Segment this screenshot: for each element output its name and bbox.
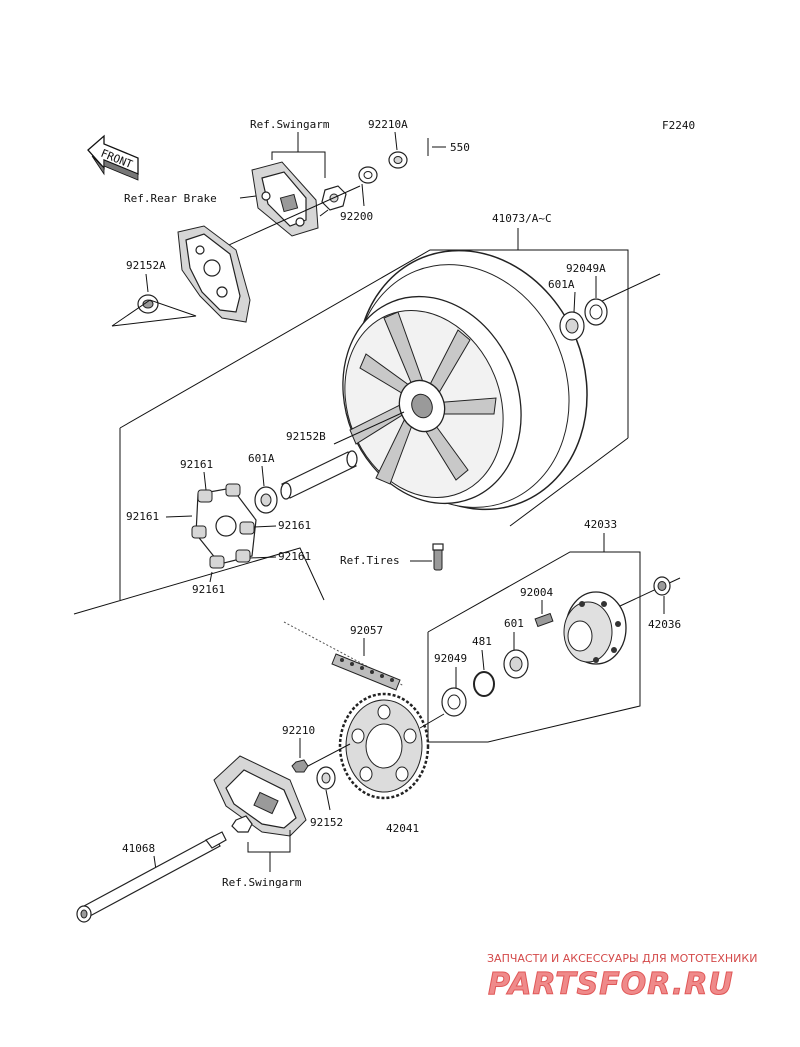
axle-41068-part [76,831,227,923]
seal-92049A-part [584,298,608,326]
bracket-ref-swingarm-bottom [247,830,291,853]
label-92210A: 92210A [368,118,408,131]
label-41073: 41073/A~C [492,212,552,225]
label-601: 601 [504,617,524,630]
stud-92004-part [534,612,554,628]
nut-92210-part [291,759,309,773]
label-92152A: 92152A [126,259,166,272]
seal-92049-part [441,687,467,717]
label-92200: 92200 [340,210,373,223]
frame-41073-group [119,249,629,438]
sprocket-hub-part [563,591,627,665]
circlip-481-part [473,671,495,697]
label-92152: 92152 [310,816,343,829]
caliper-bracket-part [251,161,319,237]
collar-92152-part [316,766,336,790]
label-550: 550 [450,141,470,154]
label-ref-swingarm-top: Ref.Swingarm [250,118,330,131]
label-92161-d: 92161 [278,550,311,563]
label-92152B: 92152B [286,430,326,443]
rear-sprocket-42041-part [338,692,430,800]
bearing-601A-top-part [559,311,585,341]
label-92161-b: 92161 [126,510,159,523]
label-92049: 92049 [434,652,467,665]
front-arrow-icon: FRONT [87,134,139,181]
chain-adjuster-part [213,755,307,837]
label-ref-rear-brake: Ref.Rear Brake [124,192,217,205]
label-92161-c: 92161 [278,519,311,532]
label-601A-top: 601A [548,278,575,291]
bearing-601-part [503,649,529,679]
rear-wheel-part [342,249,588,511]
label-42036: 42036 [648,618,681,631]
label-92161-e: 92161 [192,583,225,596]
chain-92057-part [283,621,405,691]
collar-92152A-part [137,294,159,314]
label-92004: 92004 [520,586,553,599]
collar-42036-part [653,576,671,596]
label-42033: 42033 [584,518,617,531]
label-92210: 92210 [282,724,315,737]
label-92049A: 92049A [566,262,606,275]
washer-92200-part [358,166,378,184]
label-481: 481 [472,635,492,648]
label-41068: 41068 [122,842,155,855]
spacer-92152B-part [280,450,358,500]
damper-rubbers-part [191,483,257,569]
label-601A-mid: 601A [248,452,275,465]
nut-92210A-part [388,151,408,169]
brake-panel-part [177,225,251,323]
tire-valve-part [432,543,444,571]
label-92057: 92057 [350,624,383,637]
watermark-logo-text: PARTSFOR.RU [488,967,734,1002]
diagram-code: F2240 [662,119,695,132]
label-42041: 42041 [386,822,419,835]
bearing-601A-mid-part [254,486,278,514]
watermark-caption: ЗАПЧАСТИ И АКСЕССУАРЫ ДЛЯ МОТОТЕХНИКИ [487,952,757,965]
label-92161-a: 92161 [180,458,213,471]
label-ref-tires: Ref.Tires [340,554,400,567]
watermark-logo: ЗАПЧАСТИ И АКСЕССУАРЫ ДЛЯ МОТОТЕХНИКИ PA… [487,952,757,1003]
label-ref-swingarm-bottom: Ref.Swingarm [222,876,302,889]
